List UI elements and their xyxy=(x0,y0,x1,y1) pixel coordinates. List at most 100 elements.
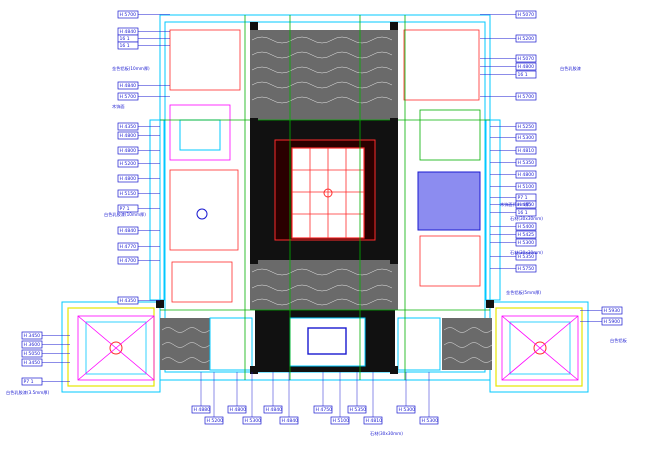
left-dim-tag-17-box xyxy=(117,296,139,305)
bottom-dim-tag-7-box xyxy=(313,405,333,414)
left-dim-tag-19-box xyxy=(21,340,43,349)
axis-lines xyxy=(160,15,490,380)
right-dim-tag-22-text: H 5900 xyxy=(604,319,621,325)
bottom-dim-tag-2-text: H 5200 xyxy=(207,418,224,424)
right-dim-tag-11-box xyxy=(515,170,537,179)
left-dim-tag-10: H 5200 xyxy=(117,159,139,168)
bottom-dim-tag-11-box xyxy=(396,405,416,414)
left-dim-tag-15: H 4770 xyxy=(117,242,139,251)
bottom-dim-tag-12-text: H 5300 xyxy=(422,418,439,424)
right-dim-tag-12: H 5100 xyxy=(515,182,537,191)
left-dim-tag-16-box xyxy=(117,256,139,265)
left-dim-tag-18: H 3450 xyxy=(21,331,43,340)
left-dim-tag-9: H 4800 xyxy=(117,146,139,155)
left-dim-tag-14-box xyxy=(117,226,139,235)
left-dim-tag-13-text: P7 1 xyxy=(120,206,130,212)
right-dim-tag-3: H 5070 xyxy=(515,54,537,63)
right-dim-tag-14: H 4650 xyxy=(515,200,537,209)
bottom-dim-tag-1: H 4880 xyxy=(191,405,211,414)
left-dim-tag-16: H 4700 xyxy=(117,256,139,265)
right-dim-tag-16-text: H 5400 xyxy=(518,224,535,230)
right-dim-tag-17-box xyxy=(515,230,537,239)
bottom-dim-tag-5: H 4840 xyxy=(263,405,283,414)
right-dim-tag-15-box xyxy=(515,208,537,217)
right-dim-tag-6: H 5700 xyxy=(515,92,537,101)
left-dim-tag-8-text: H 4800 xyxy=(120,133,137,139)
left-dim-tag-21: H 3450 xyxy=(21,358,43,367)
material-note-1: 金色铝板(10mm厚) xyxy=(112,65,150,72)
material-note-4: 木饰面(5mm厚) xyxy=(500,201,531,208)
material-note-11: 石材(30x30mm) xyxy=(370,430,403,437)
left-dim-tag-17: H 4350 xyxy=(117,296,139,305)
right-dim-tag-15: 16 1 xyxy=(515,208,537,217)
right-dim-tag-20-box xyxy=(515,264,537,273)
right-dim-tag-20-text: H 5750 xyxy=(518,266,535,272)
bottom-dim-tag-6: H 4840 xyxy=(279,416,299,425)
right-dim-tag-9-text: H 4810 xyxy=(518,148,535,154)
central-hall xyxy=(250,120,398,260)
bottom-dim-tag-9-text: H 5350 xyxy=(350,407,367,413)
right-dim-tag-12-text: H 5100 xyxy=(518,184,535,190)
right-dim-tag-22-box xyxy=(601,317,623,326)
left-dim-tag-6-box xyxy=(117,92,139,101)
bottom-dim-tag-2: H 5200 xyxy=(204,416,224,425)
left-dim-tag-14: H 4840 xyxy=(117,226,139,235)
bottom-dim-tag-9: H 5350 xyxy=(347,405,367,414)
left-dim-tag-4-box xyxy=(117,41,139,50)
bottom-dim-tag-5-box xyxy=(263,405,283,414)
right-dim-tag-21-box xyxy=(601,306,623,315)
left-dim-tag-5-text: H 4840 xyxy=(120,83,137,89)
right-dim-tag-1: H 5070 xyxy=(515,10,537,19)
right-dim-tag-5: 16 1 xyxy=(515,70,537,79)
left-dim-tag-11-box xyxy=(117,174,139,183)
left-dim-tag-1-text: H 5700 xyxy=(120,12,137,18)
right-dim-tag-2-text: H 5200 xyxy=(518,36,535,42)
right-dim-tag-3-box xyxy=(515,54,537,63)
wing-ceilings xyxy=(77,315,579,381)
bottom-dim-tag-10-text: H 4810 xyxy=(366,418,383,424)
left-dim-tag-22-text: P7 1 xyxy=(24,379,34,385)
right-dim-tag-10: H 5350 xyxy=(515,158,537,167)
material-note-6: 白色乳胶漆 xyxy=(560,65,581,72)
right-dim-tag-19: H 5350 xyxy=(515,252,537,261)
bottom-dim-tag-3: H 4800 xyxy=(227,405,247,414)
columns xyxy=(156,22,494,374)
left-dim-tag-8-box xyxy=(117,131,139,140)
leader-lines xyxy=(42,14,602,417)
left-dim-tag-1-box xyxy=(117,10,139,19)
bottom-dim-tag-7-text: H 4750 xyxy=(316,407,333,413)
right-dim-tag-20: H 5750 xyxy=(515,264,537,273)
material-note-2: 木饰面 xyxy=(112,103,125,110)
left-dim-tag-20-box xyxy=(21,349,43,358)
right-dim-tag-11-text: H 4800 xyxy=(518,172,535,178)
right-dim-tag-4: H 4800 xyxy=(515,62,537,71)
left-dim-tag-4-text: 16 1 xyxy=(120,43,130,49)
right-dim-tag-10-text: H 5350 xyxy=(518,160,535,166)
right-dim-tag-12-box xyxy=(515,182,537,191)
bottom-dim-tag-8: H 5100 xyxy=(330,416,350,425)
bottom-dim-tag-2-box xyxy=(204,416,224,425)
left-dim-tag-22: P7 1 xyxy=(21,377,43,386)
bottom-dim-tag-4-box xyxy=(242,416,262,425)
left-dim-tag-1: H 5700 xyxy=(117,10,139,19)
bottom-dim-tag-4-text: H 5300 xyxy=(245,418,262,424)
bottom-dim-tag-8-box xyxy=(330,416,350,425)
right-dim-tag-19-text: H 5350 xyxy=(518,254,535,260)
bottom-dim-tag-4: H 5300 xyxy=(242,416,262,425)
left-dim-tag-15-text: H 4770 xyxy=(120,244,137,250)
left-dim-tag-8: H 4800 xyxy=(117,131,139,140)
left-dim-tag-21-text: H 3450 xyxy=(24,360,41,366)
left-dim-tag-9-text: H 4800 xyxy=(120,148,137,154)
right-dim-tag-6-box xyxy=(515,92,537,101)
left-dim-tag-2-text: H 4840 xyxy=(120,29,137,35)
left-dim-tag-17-text: H 4350 xyxy=(120,298,137,304)
bottom-dim-tag-3-box xyxy=(227,405,247,414)
bottom-dim-tag-8-text: H 5100 xyxy=(333,418,350,424)
left-dim-tag-15-box xyxy=(117,242,139,251)
left-dim-tag-19: H 3600 xyxy=(21,340,43,349)
right-dim-tag-5-box xyxy=(515,70,537,79)
right-dim-tag-22: H 5900 xyxy=(601,317,623,326)
right-dim-tag-16: H 5400 xyxy=(515,222,537,231)
right-dim-tag-6-text: H 5700 xyxy=(518,94,535,100)
dimension-tags: H 5700 H 4840 16 1 16 1 H 4840 H 5700 H 4350 H … xyxy=(21,10,623,425)
